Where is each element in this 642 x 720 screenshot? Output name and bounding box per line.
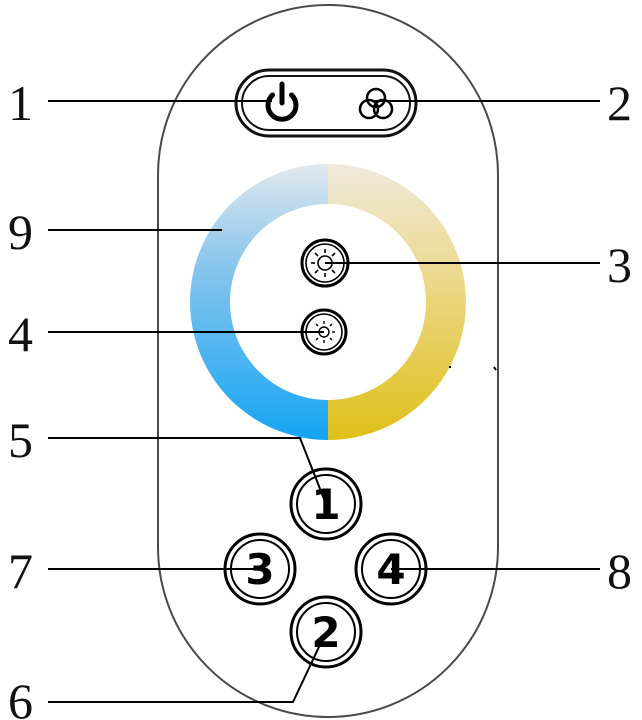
leader-lines [48,100,600,703]
callout-2: 2 [607,75,632,131]
scene-button-1[interactable]: 1 [289,467,363,541]
callout-9: 9 [8,204,33,260]
scene-button-1-label: 1 [311,480,340,529]
tick-marks [449,366,497,371]
power-button[interactable] [265,81,299,122]
callout-5: 5 [8,412,33,468]
color-temperature-ring[interactable] [190,164,466,440]
callout-8: 8 [607,543,632,599]
leader-line-5 [48,437,327,505]
leader-line-6 [48,631,327,703]
top-button-pill [234,68,418,138]
callout-4: 4 [8,306,33,362]
scene-button-3[interactable]: 3 [223,532,297,606]
callout-6: 6 [8,673,33,720]
callout-3: 3 [607,237,632,293]
callout-7: 7 [8,543,33,599]
power-icon [265,81,299,122]
callout-1: 1 [8,75,33,131]
